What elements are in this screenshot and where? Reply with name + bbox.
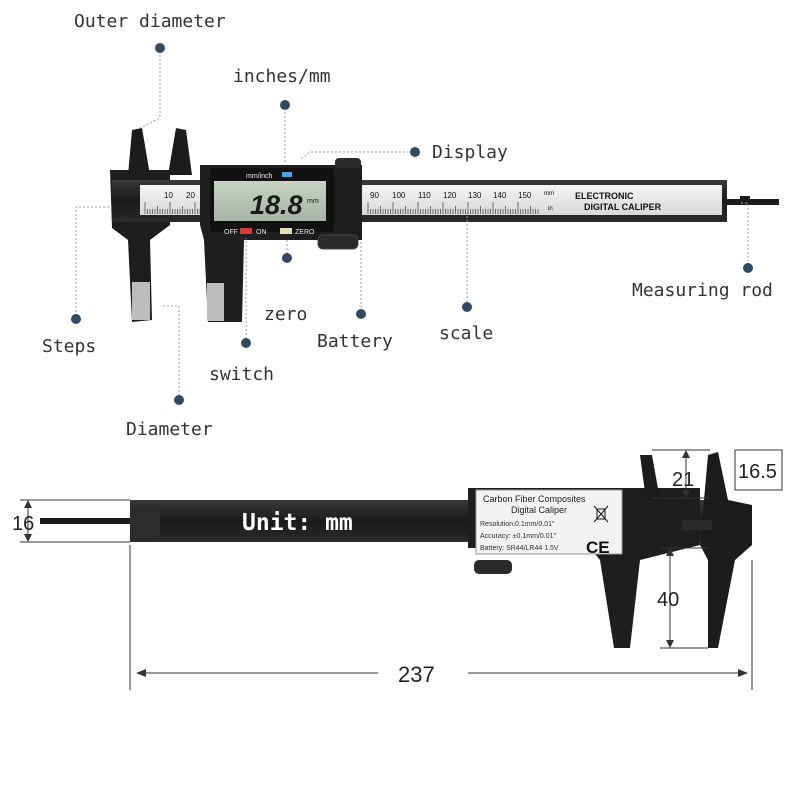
scale-ticks (144, 202, 539, 214)
outer-jaw-arrow-bottom (666, 640, 674, 648)
callout-markers (71, 43, 753, 405)
scale-number-110: 110 (418, 191, 431, 200)
measuring-rod-leader (740, 202, 749, 262)
mode-label: mm/inch (246, 173, 273, 180)
label-scale: scale (439, 323, 493, 344)
weee-icon (593, 505, 609, 523)
outer-jaw-sliding (168, 128, 192, 175)
scale-number-20: 20 (186, 191, 195, 200)
steps-leader (75, 206, 112, 320)
fixed-jaw-tip (132, 282, 150, 320)
scale-marker (462, 302, 472, 312)
bottom-fixed-jaw (700, 452, 752, 648)
depth-rod (727, 199, 779, 205)
ce-mark: CE (586, 538, 610, 557)
callouts (75, 55, 749, 400)
spec-resolution: Resolution:0.1mm/0.01" (480, 521, 555, 528)
bottom-lock-screw[interactable] (682, 520, 712, 530)
scale-number-10: 10 (164, 191, 173, 200)
spec-title-2: Digital Caliper (511, 505, 567, 515)
steps-marker (71, 314, 81, 324)
outer-diameter-leader (139, 55, 161, 129)
zero-marker (282, 253, 292, 263)
total-arrow-left (136, 669, 146, 677)
scale-number-140: 140 (493, 191, 507, 200)
brand-line-2: DIGITAL CALIPER (584, 202, 662, 212)
diameter-marker (174, 395, 184, 405)
inner-jaw-arrow-bottom (682, 490, 690, 498)
switch-marker (241, 338, 251, 348)
battery-marker (356, 309, 366, 319)
lcd-reading: 18.8 (250, 190, 303, 220)
spec-accuracy: Accuracy: ±0.1mm/0.01" (480, 533, 556, 540)
lcd-screen (214, 181, 326, 221)
bottom-caliper: Carbon Fiber Composites Digital Caliper … (40, 452, 752, 648)
scale-number-150: 150 (518, 191, 532, 200)
diameter-leader (162, 305, 180, 400)
outer-jaw-fixed (128, 128, 150, 175)
scale-unit-mm: mm (544, 191, 554, 197)
bottom-end-cap (130, 506, 160, 538)
inner-jaw-arrow-top (682, 450, 690, 458)
dim-total-length: 237 (398, 662, 435, 687)
spec-label (475, 489, 623, 555)
depth-rod-tip (740, 196, 750, 200)
zero-button-label: ZERO (295, 229, 315, 236)
scale-number-90: 90 (370, 191, 379, 200)
bottom-depth-rod (40, 518, 132, 524)
label-outer-diameter: Outer diameter (74, 11, 226, 32)
callout-labels: Outer diameter inches/mm Display Measuri… (42, 11, 773, 440)
dim-inner-jaw-width: 16.5 (738, 461, 777, 483)
label-steps: Steps (42, 336, 96, 357)
spec-battery: Battery: SR44/LR44 1.5V (480, 545, 559, 552)
dim-inner-jaw-length: 21 (672, 469, 694, 491)
spec-title-1: Carbon Fiber Composites (483, 494, 586, 504)
thumb-wheel[interactable] (317, 234, 359, 250)
measuring-rod-marker (743, 263, 753, 273)
label-display: Display (432, 142, 508, 163)
label-zero: zero (264, 304, 307, 325)
top-caliper: 10 20 90 100 110 120 130 140 150 mm in E… (110, 128, 779, 322)
unit-text: Unit: mm (242, 510, 353, 536)
brand-line-1: ELECTRONIC (575, 191, 634, 201)
scale-unit-in: in (548, 206, 553, 212)
label-battery: Battery (317, 331, 393, 352)
scale-number-100: 100 (392, 191, 406, 200)
scale-number-130: 130 (468, 191, 482, 200)
sliding-jaw-tip (207, 283, 224, 321)
dim-outer-jaw-length: 40 (657, 589, 679, 611)
dimension-lines (20, 449, 783, 690)
label-switch: switch (209, 364, 274, 385)
off-label: OFF (224, 229, 238, 236)
inches-mm-marker (280, 100, 290, 110)
label-measuring-rod: Measuring rod (632, 280, 773, 301)
dim-rod-thickness: 16 (12, 513, 34, 535)
on-off-button[interactable] (240, 228, 252, 234)
scale-number-120: 120 (443, 191, 457, 200)
outer-jaw-arrow-top (666, 548, 674, 556)
label-diameter: Diameter (126, 419, 213, 440)
on-label: ON (256, 229, 267, 236)
total-arrow-right (738, 669, 748, 677)
rod-arrow-top (24, 500, 32, 508)
jaw-width-dim-box (734, 449, 783, 491)
rod-arrow-bottom (24, 534, 32, 542)
mode-button[interactable] (282, 172, 292, 177)
display-marker (410, 147, 420, 157)
bottom-thumb-wheel[interactable] (474, 560, 512, 574)
label-inches-mm: inches/mm (233, 66, 331, 87)
dimension-arrows (24, 450, 748, 677)
outer-diameter-marker (155, 43, 165, 53)
bottom-inner-jaw (640, 455, 660, 500)
dimension-values: 16 21 16.5 40 237 (12, 461, 777, 687)
battery-cover (335, 158, 361, 168)
zero-button[interactable] (280, 228, 292, 234)
lcd-unit: mm (307, 198, 319, 205)
